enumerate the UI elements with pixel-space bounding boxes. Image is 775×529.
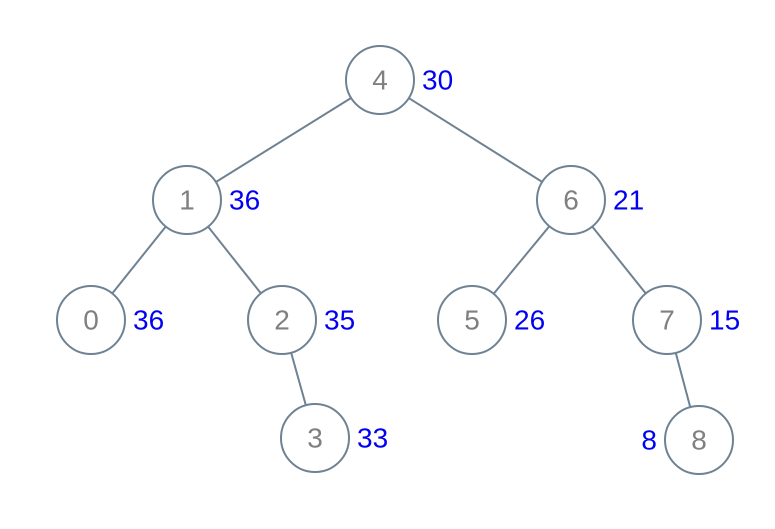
node-id-label-1: 1 [179,185,195,216]
node-value-label-0: 36 [133,305,164,336]
tree-node-circle-0 [56,285,126,355]
node-value-label-3: 33 [357,423,388,454]
node-value-label-2: 35 [324,305,355,336]
tree-node-0: 0 36 [56,285,164,355]
tree-node-5: 5 26 [437,285,545,355]
node-id-label-5: 5 [464,305,480,336]
node-id-label-4: 4 [372,65,388,96]
node-value-label-8: 8 [641,425,657,456]
tree-node-7: 7 15 [632,285,740,355]
node-value-label-7: 15 [709,305,740,336]
tree-edge-4-6 [379,79,572,201]
node-id-label-6: 6 [563,185,579,216]
tree-node-circle-4 [345,45,415,115]
tree-edge-4-1 [186,79,381,201]
node-value-label-1: 36 [229,185,260,216]
node-id-label-8: 8 [691,425,707,456]
tree-node-8: 88 [641,405,734,475]
tree-node-circle-6 [536,165,606,235]
tree-node-4: 4 30 [345,45,453,115]
node-value-label-5: 26 [514,305,545,336]
node-id-label-2: 2 [274,305,290,336]
node-id-label-3: 3 [307,423,323,454]
node-id-label-7: 7 [659,305,675,336]
tree-node-circle-2 [247,285,317,355]
node-value-label-6: 21 [613,185,644,216]
node-value-label-4: 30 [422,65,453,96]
tree-node-1: 1 36 [152,165,260,235]
tree-node-6: 6 21 [536,165,644,235]
tree-node-2: 2 35 [247,285,355,355]
tree-node-circle-3 [280,403,350,473]
node-id-label-0: 0 [83,305,99,336]
tree-node-circle-5 [437,285,507,355]
tree-node-circle-1 [152,165,222,235]
tree-node-circle-7 [632,285,702,355]
tree-node-circle-8 [664,405,734,475]
